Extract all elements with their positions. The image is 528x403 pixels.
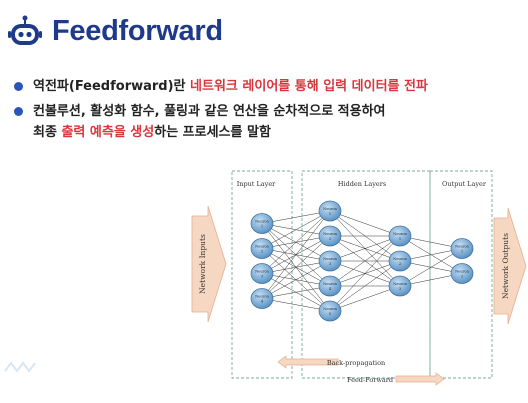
neuron-number: 4 [329, 287, 332, 291]
neuron-number: 2 [261, 250, 263, 254]
bullet-text-part: 하는 프로세스를 말함 [154, 125, 271, 140]
hidden-layers-label: Hidden Layers [338, 180, 386, 188]
connection-line [261, 210, 331, 224]
connection-line [261, 210, 331, 249]
decorative-wave-icon [4, 361, 36, 373]
bullet-dot-icon [14, 107, 23, 116]
neuron-number: 1 [261, 225, 263, 229]
neuron-label: Neuron [393, 282, 407, 286]
connection-line [329, 235, 401, 312]
bullet-text-part: 역전파(Feedforward)란 [33, 79, 191, 94]
neuron-label: Neuron [323, 232, 337, 236]
connection-line [261, 260, 331, 299]
input-layer-box [231, 170, 293, 379]
neuron-label: Neuron [323, 207, 337, 211]
network-outputs-arrow [493, 207, 527, 325]
bullet-text: 역전파(Feedforward)란 네트워크 레이어를 통해 입력 데이터를 전… [33, 76, 428, 97]
back-propagation-label: Back-propagation [327, 359, 385, 367]
connection-line [329, 285, 401, 312]
connection-line [261, 298, 331, 312]
connection-lines [261, 210, 463, 312]
neuron-label: Neuron [255, 270, 269, 274]
neuron-label: Neuron [455, 245, 469, 249]
neurons: Neuron1Neuron2Neuron3Neuron4Neuron1Neuro… [250, 200, 474, 322]
connection-line [329, 210, 401, 237]
neuron-label: Neuron [393, 257, 407, 261]
network-inputs-label: Network Inputs [198, 234, 207, 294]
neuron-label: Neuron [255, 295, 269, 299]
neuron-number: 4 [261, 300, 264, 304]
back-propagation-arrow [277, 355, 339, 369]
feed-forward-label: Feed-Forward [347, 376, 393, 384]
neuron-label: Neuron [323, 257, 337, 261]
connection-line [261, 285, 331, 299]
neural-network-diagram: Input Layer Hidden Layers Output Layer N… [191, 170, 527, 386]
bullet-highlight-part: 네트워크 레이어를 통해 입력 데이터를 전파 [190, 79, 428, 94]
neuron-label: Neuron [323, 282, 337, 286]
connection-line [261, 210, 331, 274]
neuron-label: Neuron [323, 307, 337, 311]
page-title: Feedforward [52, 14, 223, 47]
neuron-number: 5 [329, 312, 332, 316]
bullet-dot-icon [14, 82, 23, 91]
neuron-number: 3 [261, 275, 264, 279]
output-layer-box [429, 170, 493, 379]
feed-forward-arrow [395, 372, 445, 386]
neuron-number: 3 [329, 262, 332, 266]
output-layer-label: Output Layer [442, 180, 487, 188]
network-inputs-arrow [191, 205, 227, 323]
neuron-label: Neuron [455, 270, 469, 274]
input-layer-label: Input Layer [237, 180, 276, 188]
bullet-text-part: 최종 [33, 125, 62, 140]
connection-line [329, 235, 401, 287]
connection-line [261, 235, 331, 299]
connection-line [399, 248, 463, 287]
bullet-highlight-part: 출력 예측을 생성 [61, 125, 155, 140]
neuron-label: Neuron [255, 220, 269, 224]
neuron-number: 2 [461, 275, 463, 279]
header: Feedforward [8, 14, 223, 48]
bullet-text-part: 컨볼루션, 활성화 함수, 풀링과 같은 연산을 순차적으로 적용하여 [33, 104, 386, 119]
neuron-number: 3 [399, 287, 402, 291]
robot-face-icon [8, 15, 42, 45]
neuron-label: Neuron [255, 245, 269, 249]
bullet-item-1: 역전파(Feedforward)란 네트워크 레이어를 통해 입력 데이터를 전… [14, 76, 528, 97]
bullet-list: 역전파(Feedforward)란 네트워크 레이어를 통해 입력 데이터를 전… [14, 76, 528, 147]
neuron-label: Neuron [393, 232, 407, 236]
hidden-layers-box [301, 170, 431, 379]
neuron-number: 2 [329, 237, 331, 241]
network-outputs-label: Network Outputs [501, 233, 510, 299]
neuron-number: 1 [461, 250, 463, 254]
connection-line [329, 260, 401, 312]
neuron-number: 1 [399, 237, 401, 241]
neuron-number: 2 [399, 262, 401, 266]
connection-line [261, 210, 331, 299]
connection-line [329, 235, 401, 262]
neuron-number: 1 [329, 212, 331, 216]
